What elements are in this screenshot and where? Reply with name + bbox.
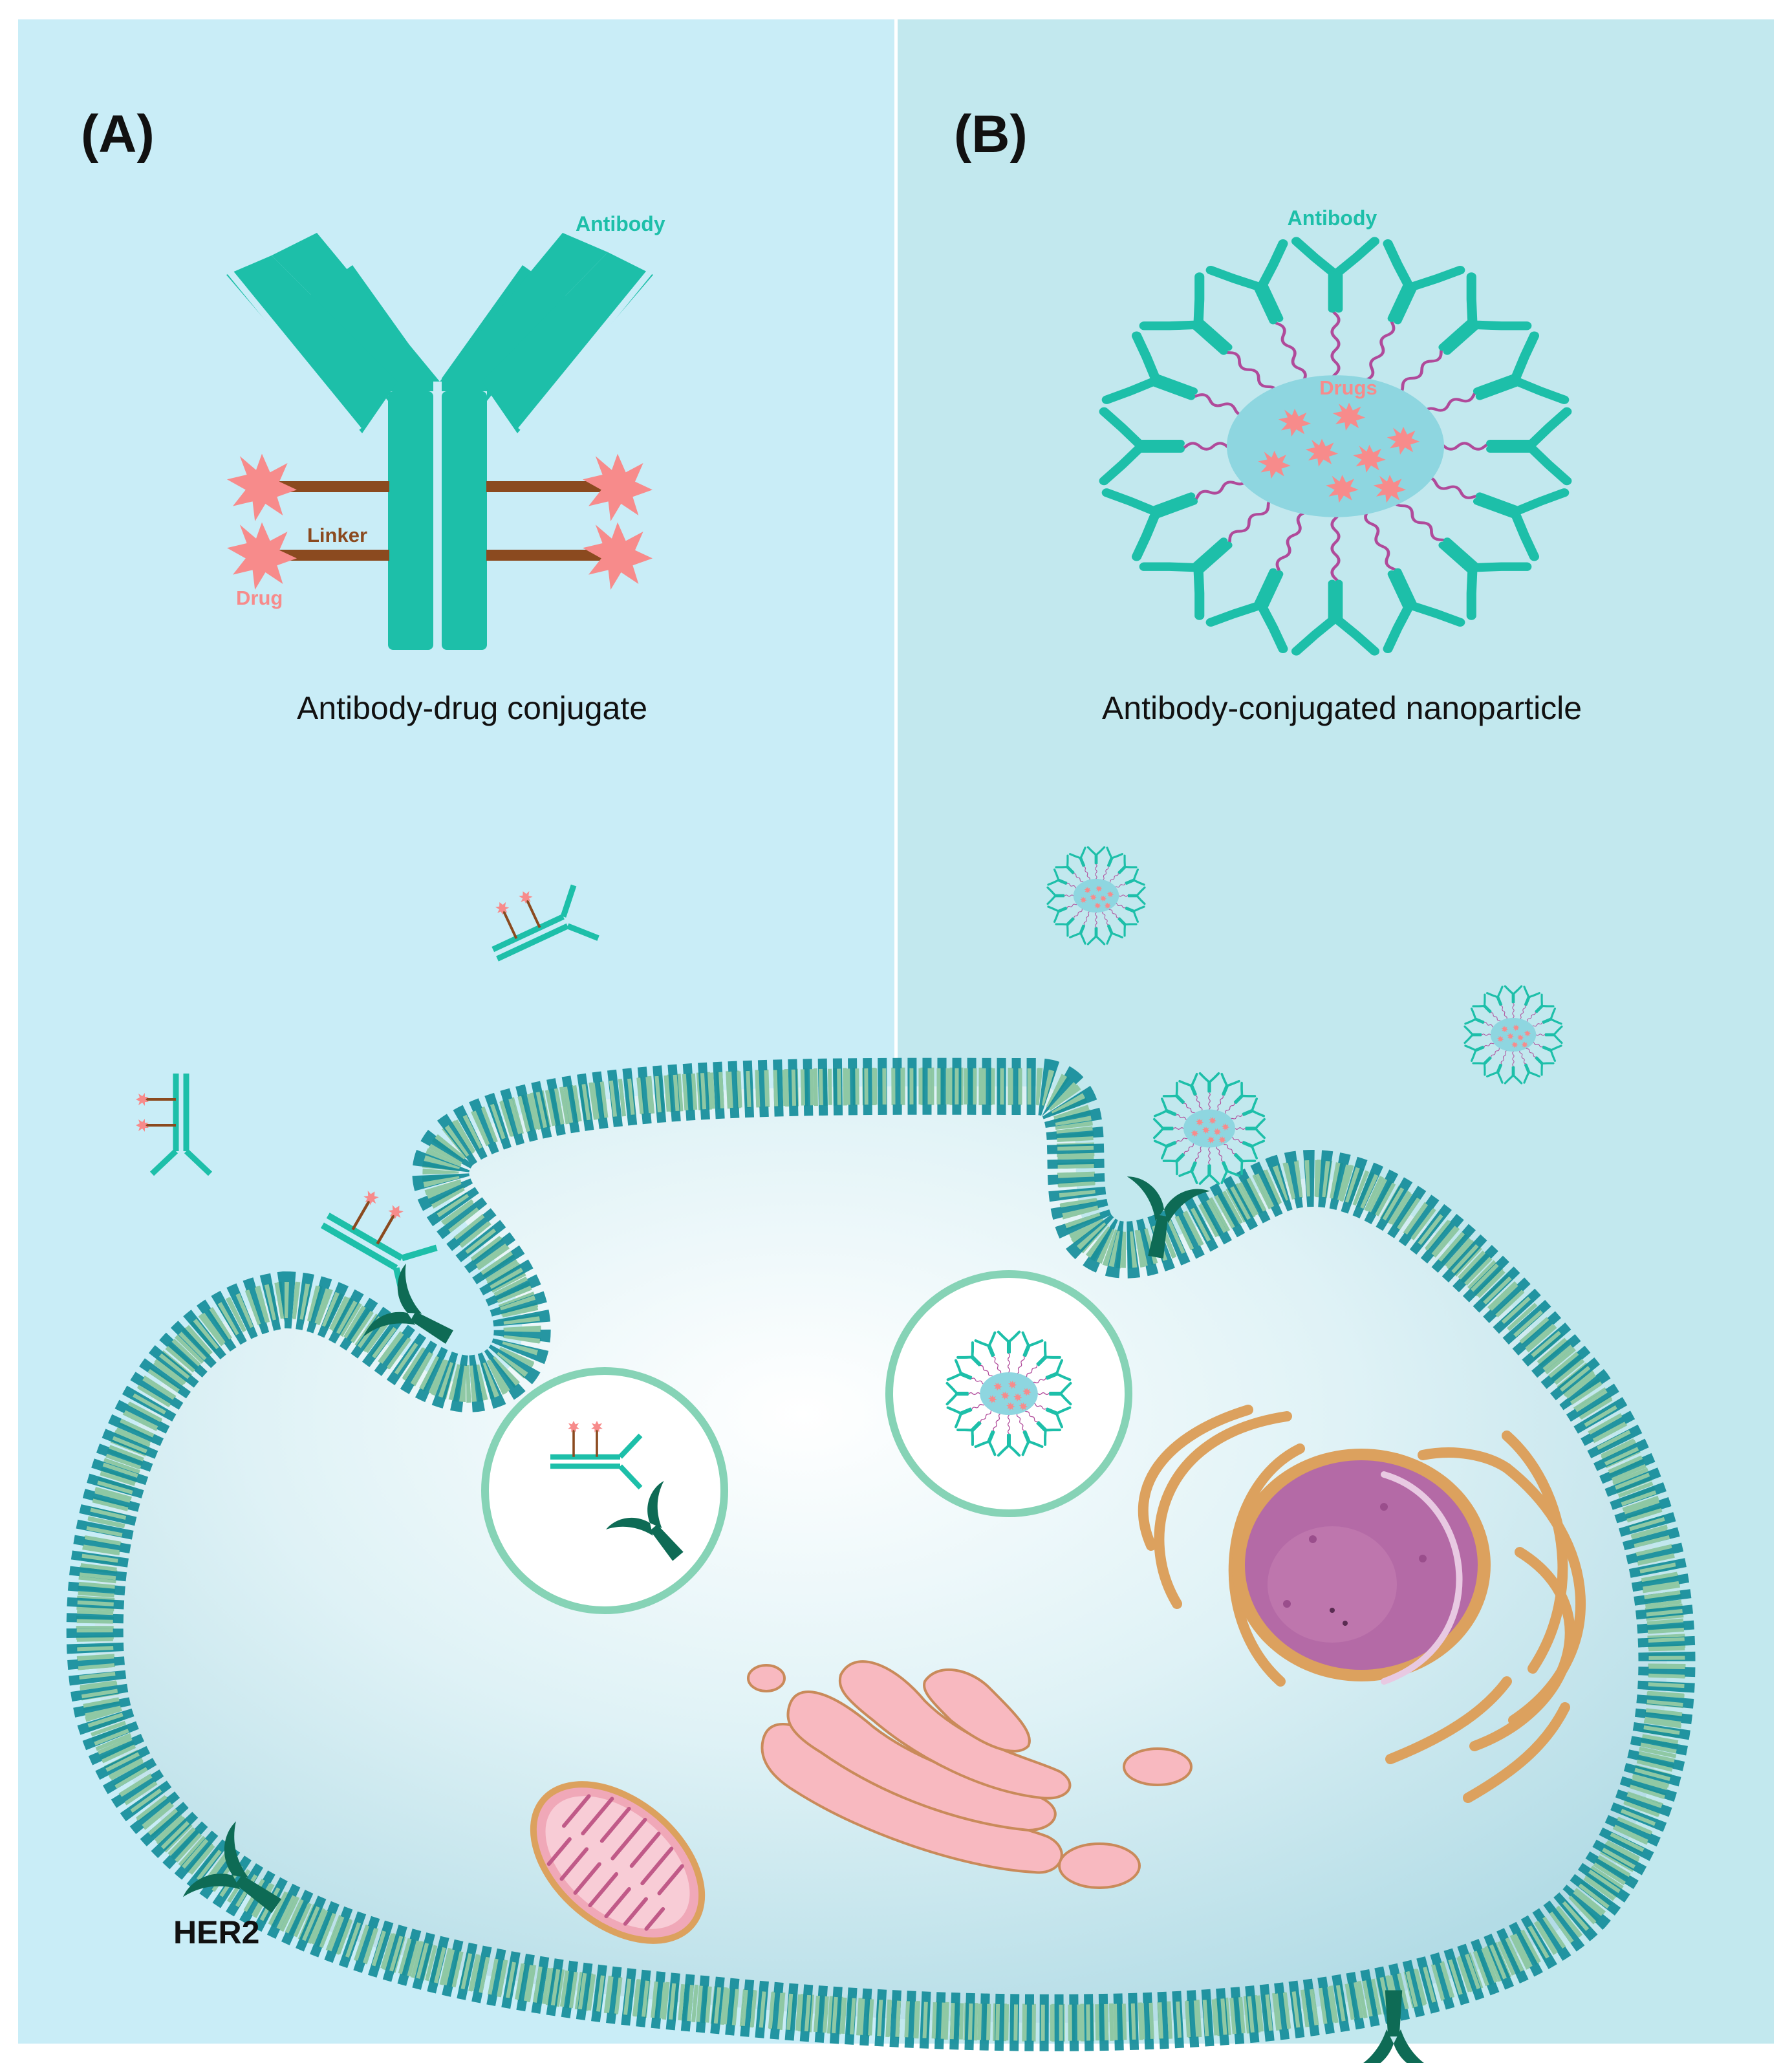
cell-cytoplasm [94, 1086, 1667, 2023]
mitochondrion [530, 1781, 706, 1944]
endosome-adc [481, 1367, 728, 1614]
panel-a-tag: (A) [81, 105, 155, 164]
nucleus [1232, 1449, 1491, 1685]
adc-large-antibody [226, 233, 653, 650]
endoplasmic-reticulum [1138, 1405, 1586, 1803]
drugs-label: Drugs [1319, 376, 1377, 399]
drug-label: Drug [236, 587, 283, 609]
her2-label: HER2 [173, 1914, 259, 1950]
linker-label: Linker [307, 524, 367, 546]
panel-b-antibody-label: Antibody [1288, 206, 1377, 230]
cell-membrane-outer-heads [66, 1057, 1696, 2051]
cell [66, 1057, 1696, 2051]
panel-a-caption: Antibody-drug conjugate [297, 690, 647, 726]
endosome-nanoparticle [885, 1270, 1132, 1517]
panel-b-caption: Antibody-conjugated nanoparticle [1102, 690, 1582, 726]
panel-divider [894, 19, 898, 1067]
golgi-apparatus [747, 1660, 1193, 1889]
panel-b-tag: (B) [954, 105, 1028, 164]
panel-a-antibody-label: Antibody [576, 212, 665, 235]
adc-large-linkers [272, 481, 606, 561]
adc-large-heavy-chains [227, 269, 653, 433]
